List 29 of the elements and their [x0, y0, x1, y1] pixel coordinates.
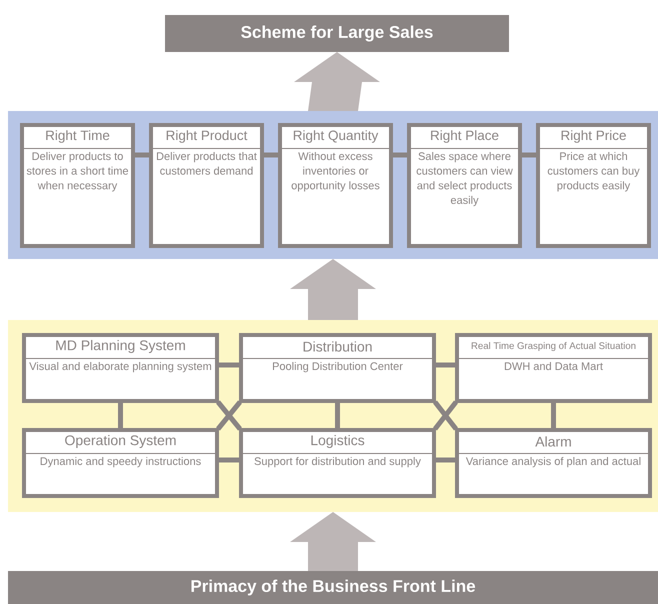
connector-line — [393, 152, 407, 158]
connector-line — [436, 362, 455, 368]
labeled-box: Right Quantity Without excess inventories or opportunity losses — [278, 123, 393, 248]
labeled-box: Right Time Deliver products to stores in a short time when necessary — [20, 123, 135, 248]
labeled-box: Alarm Variance analysis of plan and actual — [455, 428, 652, 498]
connector-line — [335, 403, 340, 428]
labeled-box: Right Price Price at which customers can buy products easily — [536, 123, 651, 248]
connector-line — [118, 403, 123, 428]
block-arrow — [290, 512, 376, 571]
connector-line — [436, 458, 455, 462]
labeled-box: Logistics Support for distribution and supply — [239, 428, 436, 498]
crossing-lines — [433, 400, 458, 431]
labeled-box: Right Product Deliver products that customers demand — [149, 123, 264, 248]
banner: Scheme for Large Sales — [165, 15, 509, 52]
labeled-box: Distribution Pooling Distribution Center — [239, 333, 436, 403]
block-arrow — [290, 259, 376, 320]
labeled-box: Operation System Dynamic and speedy instructions — [22, 428, 219, 498]
connector-line — [219, 362, 239, 368]
crossing-lines — [216, 400, 242, 431]
labeled-box: MD Planning System Visual and elaborate planning system — [22, 333, 219, 403]
connector-line — [522, 152, 536, 158]
block-arrow — [294, 52, 380, 111]
labeled-box: Real Time Grasping of Actual Situation DWH and Data Mart — [455, 333, 652, 403]
labeled-box: Right Place Sales space where customers can view and select products easily — [407, 123, 522, 248]
connector-line — [135, 152, 149, 158]
banner: Primacy of the Business Front Line — [8, 571, 658, 604]
connector-line — [551, 403, 556, 428]
connector-line — [219, 458, 239, 462]
connector-line — [264, 152, 278, 158]
